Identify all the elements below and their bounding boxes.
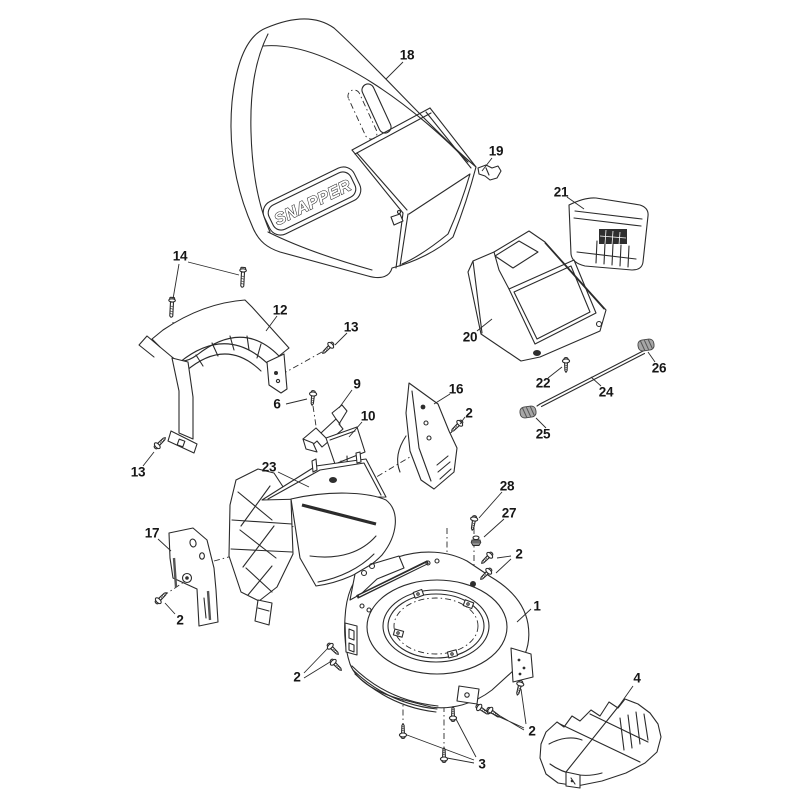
screw-2-top-a xyxy=(478,549,496,567)
mower-deck-part xyxy=(344,551,534,713)
screw-2-deck-left-b xyxy=(327,656,345,674)
callout-23: 23 xyxy=(261,459,277,475)
callout-28: 28 xyxy=(499,478,515,494)
latch-bracket-part xyxy=(302,404,348,453)
callout-27: 27 xyxy=(501,505,517,521)
bag-clip-part xyxy=(477,164,502,181)
callout-9: 9 xyxy=(353,376,361,392)
bolt-14-a xyxy=(238,266,248,288)
cover-panel-part xyxy=(568,197,649,271)
rear-door-bracket-part xyxy=(138,299,290,454)
chute-cover-part xyxy=(467,230,607,362)
right-side-plate-part xyxy=(397,382,458,490)
callout-16: 16 xyxy=(448,381,464,397)
grass-catcher-bag-part: SNAPPER xyxy=(230,18,477,279)
rear-skirt-part xyxy=(539,698,662,789)
screw-3-a xyxy=(398,723,408,739)
callout-10: 10 xyxy=(360,408,376,424)
callout-leader-lines xyxy=(142,61,656,764)
callout-18: 18 xyxy=(399,47,415,63)
callout-1: 1 xyxy=(533,598,541,614)
screw-2-bottom-c xyxy=(513,679,526,697)
callout-2-bottom: 2 xyxy=(528,723,536,739)
screw-28 xyxy=(468,514,479,532)
screw-13-upper xyxy=(319,339,337,357)
callout-12: 12 xyxy=(272,302,288,318)
left-side-plate-part xyxy=(168,527,219,627)
callout-13-lower: 13 xyxy=(130,464,146,480)
screw-3-c xyxy=(448,706,458,722)
callout-2-right: 2 xyxy=(465,405,473,421)
callout-22: 22 xyxy=(535,375,551,391)
callout-3: 3 xyxy=(478,756,486,772)
spring-right-part xyxy=(636,337,656,353)
callout-19: 19 xyxy=(488,143,504,159)
callout-21: 21 xyxy=(553,184,569,200)
screw-13-lower xyxy=(151,434,169,452)
callout-6: 6 xyxy=(273,396,281,412)
screw-2-deck-left-a xyxy=(324,640,342,658)
callout-14: 14 xyxy=(172,248,188,264)
bolt-14-b xyxy=(167,296,177,318)
spring-left-part xyxy=(518,404,538,420)
callout-26: 26 xyxy=(651,360,667,376)
callout-2-top: 2 xyxy=(515,546,523,562)
callout-25: 25 xyxy=(535,426,551,442)
screw-2-bottom-b xyxy=(484,704,503,721)
callout-2-deck-left: 2 xyxy=(293,669,301,685)
callout-17: 17 xyxy=(144,525,160,541)
bushing-27 xyxy=(470,535,482,547)
callout-4: 4 xyxy=(633,670,641,686)
screw-2-left-plate xyxy=(152,589,170,607)
callout-13-upper: 13 xyxy=(343,319,359,335)
callout-20: 20 xyxy=(462,329,478,345)
screw-22 xyxy=(561,357,571,373)
screw-6 xyxy=(307,389,318,407)
callout-24: 24 xyxy=(598,384,614,400)
callout-2-left-plate: 2 xyxy=(176,612,184,628)
rear-housing-part xyxy=(228,451,396,626)
